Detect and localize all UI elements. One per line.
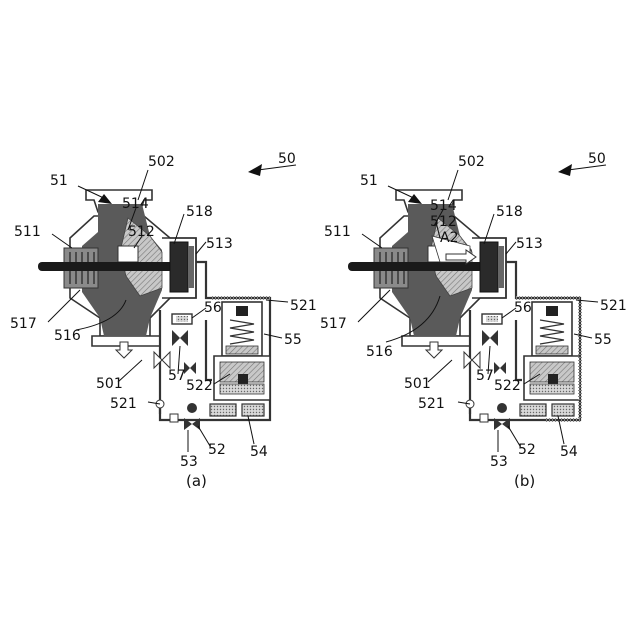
caption-a: (a) [186, 472, 207, 490]
label-55: 55 [284, 332, 302, 348]
label-50: 50 [588, 151, 606, 167]
label-513: 513 [516, 236, 543, 252]
label-54: 54 [250, 444, 268, 460]
label-518: 518 [496, 204, 523, 220]
label-56: 56 [204, 300, 222, 316]
label-521-top: 521 [600, 298, 627, 314]
label-52: 52 [208, 442, 226, 458]
label-502: 502 [458, 154, 485, 170]
label-501: 501 [404, 376, 431, 392]
label-513: 513 [206, 236, 233, 252]
label-56: 56 [514, 300, 532, 316]
label-521-bottom: 521 [110, 396, 137, 412]
label-511: 511 [14, 224, 41, 240]
label-54: 54 [560, 444, 578, 460]
label-51: 51 [360, 173, 378, 189]
label-522: 522 [494, 378, 521, 394]
label-512: 512 [430, 214, 457, 230]
label-52: 52 [518, 442, 536, 458]
label-501: 501 [96, 376, 123, 392]
label-53: 53 [490, 454, 508, 470]
label-521-bottom: 521 [418, 396, 445, 412]
label-512: 512 [128, 224, 155, 240]
caption-b: (b) [514, 472, 535, 490]
label-50: 50 [278, 151, 296, 167]
label-53: 53 [180, 454, 198, 470]
label-a2: A2 [440, 230, 458, 246]
label-57: 57 [168, 368, 186, 384]
label-57: 57 [476, 368, 494, 384]
label-516: 516 [54, 328, 81, 344]
label-51: 51 [50, 173, 68, 189]
label-518: 518 [186, 204, 213, 220]
label-521-top: 521 [290, 298, 317, 314]
label-511: 511 [324, 224, 351, 240]
panel-b: 50 51 502 514 518 511 512 A2 513 521 56 … [320, 151, 627, 490]
label-517: 517 [320, 316, 347, 332]
label-517: 517 [10, 316, 37, 332]
panel-a: 50 51 502 514 518 511 512 513 521 56 517… [10, 151, 317, 490]
label-516: 516 [366, 344, 393, 360]
label-514: 514 [430, 198, 457, 214]
label-55: 55 [594, 332, 612, 348]
label-514: 514 [122, 196, 149, 212]
valve-drawing-b [348, 190, 580, 430]
label-522: 522 [186, 378, 213, 394]
label-502: 502 [148, 154, 175, 170]
